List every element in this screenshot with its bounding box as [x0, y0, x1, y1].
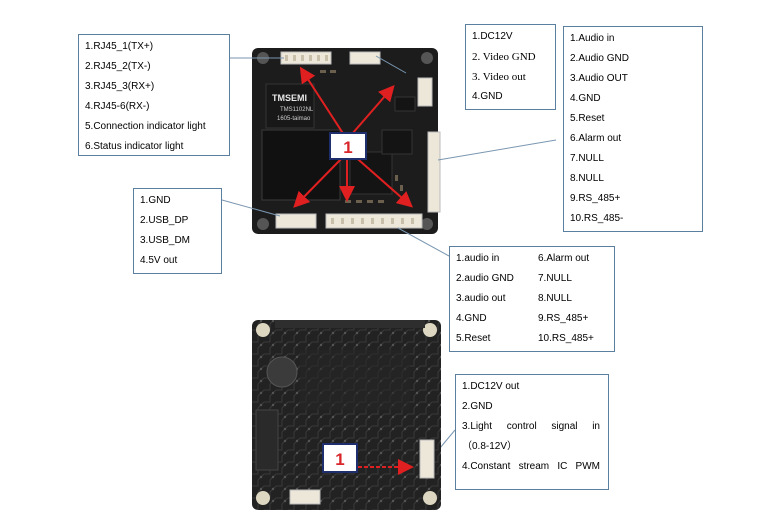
rj45-pin-2: 2.RJ45_2(TX-) — [85, 61, 151, 72]
audio-pin-2: 2.Audio GND — [570, 53, 629, 64]
audio2-pin-10: 10.RS_485+ — [538, 333, 594, 344]
audio2-pin-4: 4.GND — [456, 313, 487, 324]
leader-lines — [221, 55, 557, 461]
video-header — [417, 77, 433, 107]
power-pin-3-range: （0.8-12V） — [462, 441, 518, 452]
power-pin-4-word: stream — [518, 461, 550, 472]
buzzer — [266, 356, 298, 388]
audio2-pin-2: 2.audio GND — [456, 273, 514, 284]
audio-header — [427, 131, 441, 213]
bottom-header — [289, 489, 321, 505]
rj45-pin-3: 3.RJ45_3(RX+) — [85, 81, 155, 92]
audio2-pin-1: 1.audio in — [456, 253, 500, 264]
dc12v-pin-4: 4.GND — [472, 91, 503, 102]
mounting-hole — [423, 323, 437, 337]
power-pin-4-word: 4.Constant — [462, 461, 511, 472]
rj45-pin-1: 1.RJ45_1(TX+) — [85, 41, 154, 52]
power-callout: 1.DC12V out 2.GND 3.Light control signal… — [455, 374, 609, 490]
memory-chip — [349, 151, 393, 195]
power-pin-3-word: signal — [551, 421, 578, 432]
mounting-hole — [257, 218, 269, 230]
audio-callout: 1.Audio in 2.Audio GND 3.Audio OUT 4.GND… — [563, 26, 703, 232]
marker-1-top — [329, 132, 367, 160]
power-pin-4-word: PWM — [575, 461, 600, 472]
audio2-row: 4.GND 9.RS_485+ — [456, 309, 614, 329]
usb-pin-4: 4.5V out — [140, 255, 178, 266]
dc12v-pin-1: 1.DC12V — [472, 31, 513, 42]
soc-chip — [261, 129, 341, 201]
mounting-hole — [421, 52, 433, 64]
marker-1-bottom — [322, 443, 358, 473]
mounting-hole — [423, 491, 437, 505]
audio2-pin-7: 7.NULL — [538, 273, 572, 284]
audio2-row: 3.audio out 8.NULL — [456, 289, 614, 309]
power-pin-3: 3.Light control signal in — [462, 417, 608, 437]
usb-pin-3: 3.USB_DM — [140, 235, 191, 246]
power-pin-2: 2.GND — [462, 401, 493, 412]
power-pin-1: 1.DC12V out — [462, 381, 520, 392]
audio2-row: 1.audio in 6.Alarm out — [456, 249, 614, 269]
power-pin-4-word: IC — [557, 461, 568, 472]
dc12v-pin-2: 2. Video GND — [472, 51, 536, 63]
usb-header — [275, 213, 317, 229]
dc12v-pin-3: 3. Video out — [472, 71, 526, 83]
audio2-pin-8: 8.NULL — [538, 293, 572, 304]
mounting-hole — [256, 491, 270, 505]
silkscreen-brand: TMSEMI — [272, 93, 307, 103]
audio2-row: 2.audio GND 7.NULL — [456, 269, 614, 289]
mounting-hole — [421, 218, 433, 230]
marker-1-top-label: 1 — [343, 138, 352, 157]
audio2-pin-5: 5.Reset — [456, 333, 491, 344]
power-pin-3-word: in — [592, 421, 600, 432]
dc12v-callout: 1.DC12V 2. Video GND 3. Video out 4.GND — [465, 24, 556, 110]
power-pin-4: 4.Constant stream IC PWM — [462, 457, 608, 477]
audio-pin-6: 6.Alarm out — [570, 133, 622, 144]
silkscreen-date: 1605-taimao — [277, 116, 311, 122]
rj45-status-light: 6.Status indicator light — [85, 141, 184, 152]
usb-pin-1: 1.GND — [140, 195, 171, 206]
usb-pin-2: 2.USB_DP — [140, 215, 189, 226]
power-pin-3-word: control — [506, 421, 537, 432]
audio2-pin-6: 6.Alarm out — [538, 253, 590, 264]
audio-pin-5: 5.Reset — [570, 113, 605, 124]
audio-pin-7: 7.NULL — [570, 153, 604, 164]
audio-pin-10: 10.RS_485- — [570, 213, 624, 224]
rj45-pin-4: 4.RJ45-6(RX-) — [85, 101, 150, 112]
marker-1-bottom-label: 1 — [335, 450, 344, 469]
rj45-header — [280, 51, 332, 65]
audio-pin-8: 8.NULL — [570, 173, 604, 184]
board-edge-connector — [275, 320, 425, 328]
audio2-pin-9: 9.RS_485+ — [538, 313, 589, 324]
audio-pin-4: 4.GND — [570, 93, 601, 104]
dc12v-header — [349, 51, 381, 65]
audio-pin-1: 1.Audio in — [570, 33, 615, 44]
usb-callout: 1.GND 2.USB_DP 3.USB_DM 4.5V out — [133, 188, 222, 274]
rj45-connection-light: 5.Connection indicator light — [85, 121, 206, 132]
audio-pin-3: 3.Audio OUT — [570, 73, 628, 84]
transformer-chip — [265, 83, 315, 129]
power-pin-3-word: 3.Light — [462, 421, 493, 432]
power-header — [419, 439, 435, 479]
silkscreen-model: TMS1102NL — [280, 107, 314, 113]
bottom-pcb-board — [252, 320, 441, 510]
audio2-pin-3: 3.audio out — [456, 293, 506, 304]
top-board-arrows — [293, 66, 414, 208]
mounting-hole — [256, 323, 270, 337]
audio-pin-9: 9.RS_485+ — [570, 193, 621, 204]
audio2-row: 5.Reset 10.RS_485+ — [456, 329, 614, 349]
rj45-callout: 1.RJ45_1(TX+) 2.RJ45_2(TX-) 3.RJ45_3(RX+… — [78, 34, 230, 156]
